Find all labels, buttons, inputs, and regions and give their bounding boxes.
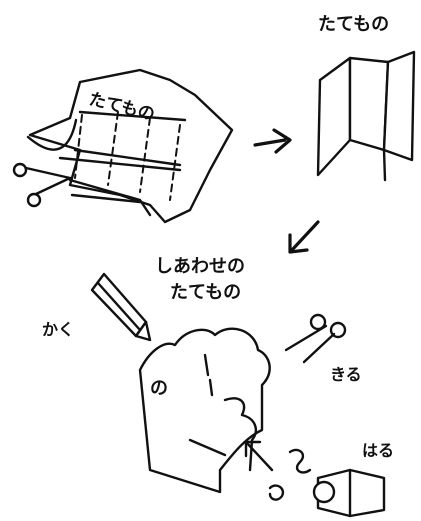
- step3-happy-building: [138, 327, 271, 494]
- arrow-icon: [253, 128, 292, 154]
- draw-label: かく: [42, 320, 74, 339]
- glue-icon: [268, 448, 386, 518]
- happy-title-line1: しあわせの: [155, 256, 245, 277]
- arrow-icon: [288, 220, 320, 254]
- scissors-icon: [12, 162, 72, 208]
- no-mark: の: [150, 378, 168, 399]
- step1-paper-sheet: [26, 68, 234, 224]
- step2-folded-building: [316, 50, 416, 182]
- cut-label: きる: [330, 365, 362, 384]
- stick-label: はる: [362, 441, 394, 460]
- happy-title-line2: たてもの: [170, 282, 241, 303]
- pencil-icon: [90, 272, 152, 342]
- scissors-icon: [284, 313, 347, 364]
- arrow-icon: [244, 440, 274, 472]
- result-title-text: たてもの: [318, 14, 389, 35]
